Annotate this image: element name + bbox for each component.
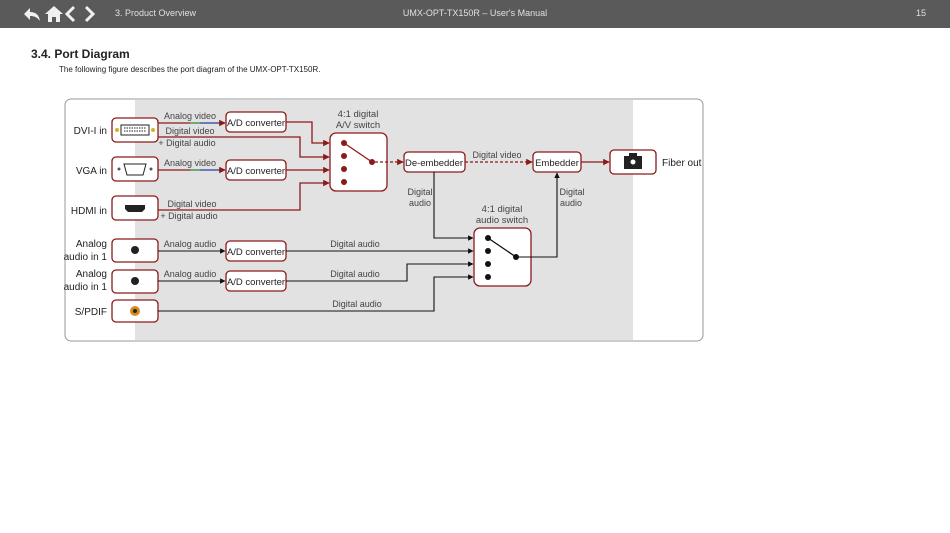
av-switch [329, 132, 388, 192]
svg-text:A/D converter: A/D converter [227, 118, 285, 129]
label-digital-audio-1: Digital audio [330, 239, 380, 249]
home-icon[interactable] [44, 4, 64, 24]
top-toolbar: 3. Product Overview UMX-OPT-TX150R – Use… [0, 0, 950, 28]
label-digital-deembed-line2: audio [409, 198, 431, 208]
analog-audio-2-port [111, 269, 159, 294]
fiber-out-label: Fiber out [662, 158, 702, 169]
label-analog-audio-2: Analog audio [164, 269, 217, 279]
label-digital-embed-line1: Digital [559, 187, 584, 197]
page-number: 15 [915, 8, 926, 18]
label-digital-audio-spdif: Digital audio [332, 299, 382, 309]
embedder-block: Embedder [532, 151, 582, 173]
analog-audio-1-label-line1: Analog [76, 239, 107, 250]
dvi-label: DVI-I in [74, 126, 107, 137]
section-heading: 3.4. Port Diagram [31, 47, 130, 61]
document-title: UMX-OPT-TX150R – User's Manual [402, 8, 548, 18]
analog-audio-1-label-line2: audio in 1 [64, 252, 108, 263]
label-digital-audio-dvi: + Digital audio [158, 138, 215, 148]
ad-converter-vga: A/D converter [225, 159, 287, 181]
analog-audio-2-label-line2: audio in 1 [64, 282, 108, 293]
label-analog-video-vga: Analog video [164, 158, 216, 168]
av-switch-label-line1: 4:1 digital [338, 109, 379, 120]
label-analog-audio-1: Analog audio [164, 239, 217, 249]
breadcrumb[interactable]: 3. Product Overview [115, 8, 197, 18]
label-digital-audio-2: Digital audio [330, 269, 380, 279]
label-digital-audio-hdmi: + Digital audio [160, 211, 217, 221]
vga-port [111, 156, 159, 182]
label-digital-video-hdmi: Digital video [167, 199, 216, 209]
spdif-label: S/PDIF [75, 307, 107, 318]
audio-switch-label-line1: 4:1 digital [482, 204, 523, 215]
analog-audio-2-label-line1: Analog [76, 269, 107, 280]
fiber-out-port [609, 149, 657, 175]
svg-text:A/D converter: A/D converter [227, 277, 285, 288]
av-switch-label-line2: A/V switch [336, 120, 380, 131]
svg-text:Embedder: Embedder [535, 158, 579, 169]
dvi-port [111, 117, 159, 143]
audio-switch [473, 227, 532, 287]
next-page-icon[interactable] [83, 4, 103, 24]
previous-page-icon[interactable] [64, 4, 84, 24]
de-embedder-block: De-embedder [403, 151, 466, 173]
section-intro: The following figure describes the port … [59, 65, 321, 74]
ad-converter-dvi: A/D converter [225, 111, 287, 133]
ad-converter-audio-1: A/D converter [225, 240, 287, 262]
hdmi-label: HDMI in [71, 206, 107, 217]
vga-label: VGA in [76, 166, 107, 177]
analog-audio-1-port [111, 238, 159, 263]
ad-converter-audio-2: A/D converter [225, 270, 287, 292]
label-digital-deembed-line1: Digital [407, 187, 432, 197]
audio-switch-label-line2: audio switch [476, 215, 528, 226]
back-icon[interactable] [22, 4, 42, 24]
label-digital-video-embed: Digital video [472, 150, 521, 160]
svg-text:A/D converter: A/D converter [227, 166, 285, 177]
svg-text:De-embedder: De-embedder [405, 158, 463, 169]
hdmi-port [111, 195, 159, 221]
svg-text:A/D converter: A/D converter [227, 247, 285, 258]
label-digital-video-dvi: Digital video [165, 126, 214, 136]
label-digital-embed-line2: audio [560, 198, 582, 208]
spdif-port [111, 299, 159, 323]
label-analog-video-dvi: Analog video [164, 111, 216, 121]
